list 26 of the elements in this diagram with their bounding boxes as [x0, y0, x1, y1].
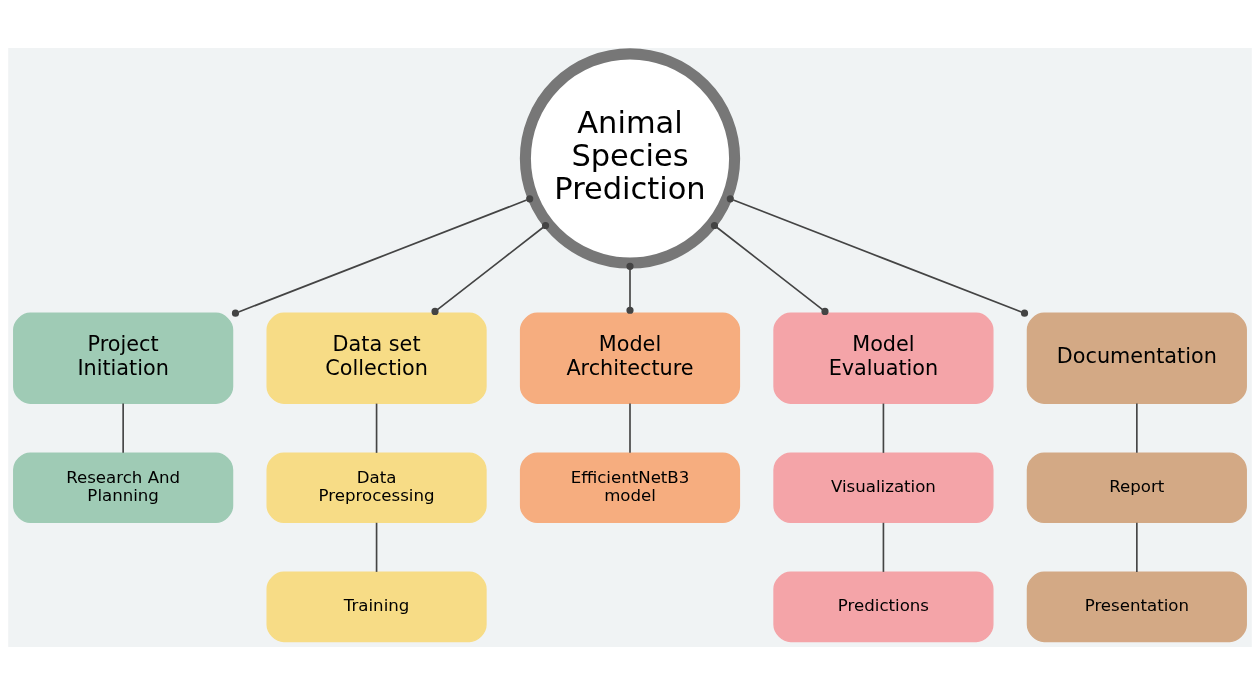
connector: [1136, 521, 1138, 573]
node-box: Data set Collection: [266, 312, 487, 404]
connector: [626, 262, 634, 314]
connector: [375, 521, 378, 573]
node-box: Documentation: [1026, 312, 1247, 404]
connector: [882, 402, 885, 454]
connector: [431, 221, 550, 315]
connector: [629, 402, 631, 454]
node-box: Model Architecture: [519, 312, 741, 404]
connector: [882, 521, 885, 573]
node-box: Visualization: [773, 451, 994, 523]
node-box: Presentation: [1026, 571, 1247, 642]
node-box: Report: [1026, 451, 1247, 523]
node-box: Predictions: [773, 571, 994, 642]
node-box: Model Evaluation: [773, 312, 994, 404]
connector: [231, 194, 534, 317]
node-box: EfficientNetB3 model: [519, 451, 741, 523]
connector: [375, 402, 378, 454]
connector: [1136, 402, 1138, 454]
node-box: Data Preprocessing: [266, 451, 487, 523]
connector: [122, 402, 124, 454]
connector: [710, 221, 829, 315]
node-box: Project Initiation: [13, 312, 234, 404]
node-box: Training: [266, 571, 487, 642]
connector: [726, 194, 1029, 317]
node-box: Research And Planning: [13, 451, 234, 523]
